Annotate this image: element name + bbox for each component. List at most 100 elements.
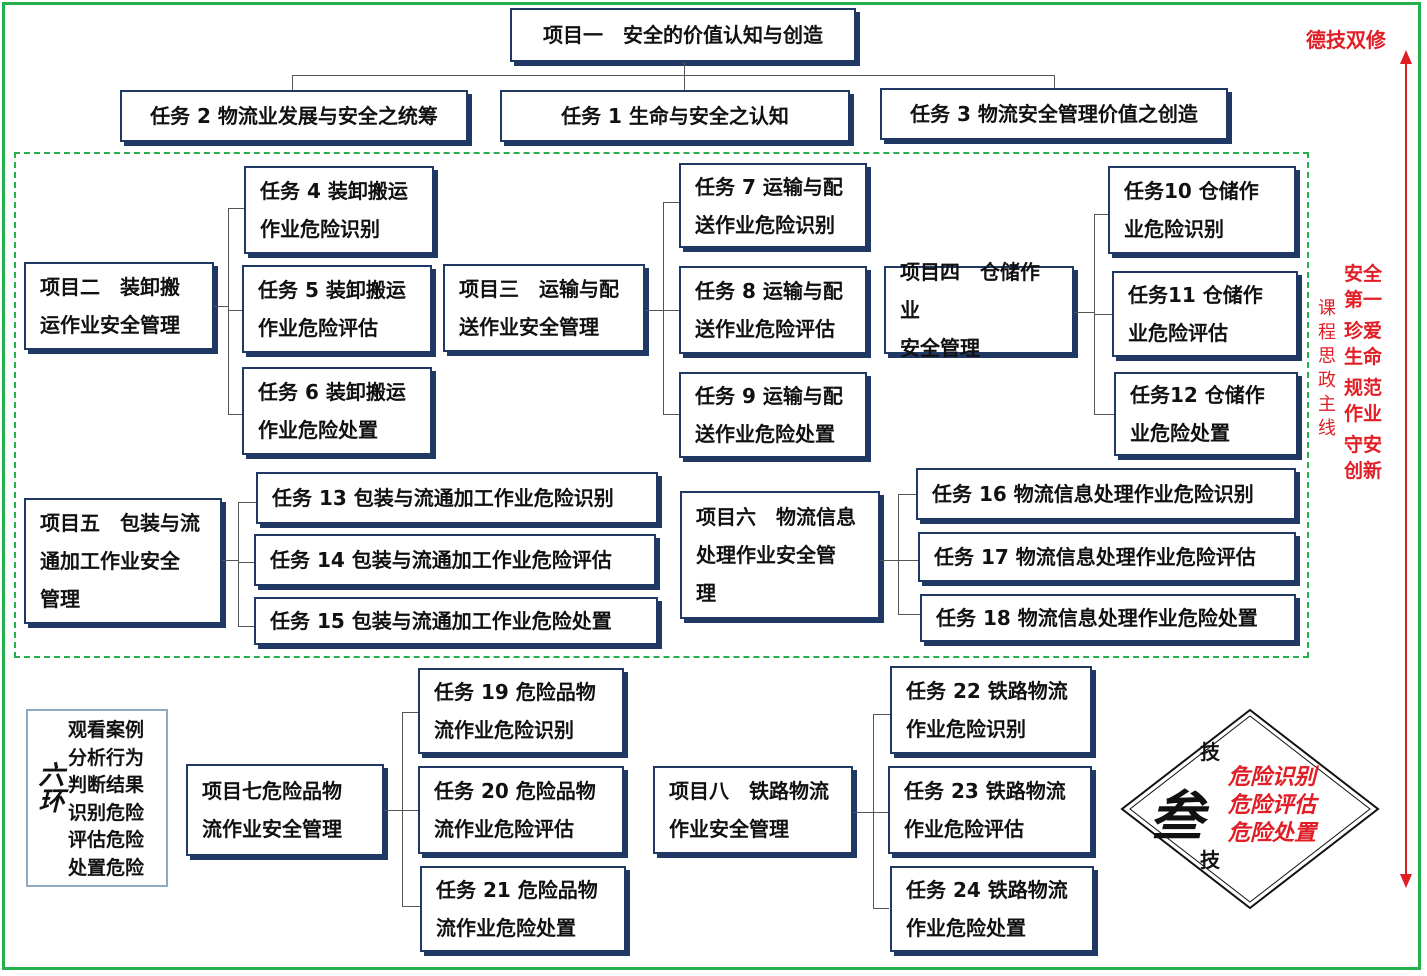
task-5-line2: 作业危险评估 — [258, 316, 378, 340]
connector — [228, 208, 229, 414]
task-13-label: 任务 13 包装与流通加工作业危险识别 — [272, 486, 614, 510]
task-18-box[interactable]: 任务 18 物流信息处理作业危险处置 — [920, 594, 1296, 642]
project-6-line3: 理 — [696, 581, 716, 605]
project-7-box[interactable]: 项目七危险品物流作业安全管理 — [186, 764, 384, 856]
task-10-line1: 任务10 仓储作 — [1124, 179, 1259, 203]
connector — [238, 502, 239, 626]
connector — [1094, 214, 1108, 215]
connector — [853, 812, 873, 813]
connector — [402, 906, 420, 907]
task-17-label: 任务 17 物流信息处理作业危险评估 — [934, 545, 1256, 569]
project-3-line2: 送作业安全管理 — [459, 315, 599, 339]
task-4-box[interactable]: 任务 4 装卸搬运作业危险识别 — [244, 166, 434, 254]
task-9-line1: 任务 9 运输与配 — [695, 384, 843, 408]
task-11-line2: 业危险评估 — [1128, 321, 1228, 345]
motto-item: 生命 — [1344, 345, 1383, 368]
project-2-box[interactable]: 项目二 装卸搬运作业安全管理 — [24, 262, 214, 350]
side-mottos: 安全 第一 珍爱 生命 规范 作业 守安 创新 — [1344, 262, 1382, 484]
connector — [384, 810, 402, 811]
motto-item: 安全 — [1344, 263, 1383, 285]
core-projects-region — [14, 152, 1309, 658]
connector — [873, 714, 891, 715]
task-24-box[interactable]: 任务 24 铁路物流作业危险处置 — [890, 866, 1094, 952]
task-8-line2: 送作业危险评估 — [695, 317, 835, 341]
project-2-line1: 项目二 装卸搬 — [40, 275, 180, 299]
task-13-box[interactable]: 任务 13 包装与流通加工作业危险识别 — [256, 472, 658, 524]
task-22-box[interactable]: 任务 22 铁路物流作业危险识别 — [890, 666, 1092, 754]
task-21-line2: 流作业危险处置 — [436, 916, 576, 940]
connector — [663, 414, 679, 415]
task-6-line2: 作业危险处置 — [258, 418, 378, 442]
task-12-line1: 任务12 仓储作 — [1130, 383, 1265, 407]
task-12-line2: 业危险处置 — [1130, 421, 1230, 445]
project-7-line2: 流作业安全管理 — [202, 817, 342, 841]
task-11-line1: 任务11 仓储作 — [1128, 283, 1263, 307]
task-6-box[interactable]: 任务 6 装卸搬运作业危险处置 — [242, 367, 432, 455]
project-4-box[interactable]: 项目四 仓储作业安全管理 — [884, 260, 1074, 360]
diamond-line: 危险评估 — [1228, 793, 1317, 818]
project-8-box[interactable]: 项目八 铁路物流作业安全管理 — [653, 766, 853, 854]
connector — [214, 306, 228, 307]
task-9-box[interactable]: 任务 9 运输与配送作业危险处置 — [679, 372, 867, 458]
task-20-line1: 任务 20 危险品物 — [434, 779, 596, 803]
connector — [292, 75, 1055, 76]
task-20-line2: 流作业危险评估 — [434, 817, 574, 841]
task-10-box[interactable]: 任务10 仓储作业危险识别 — [1108, 166, 1296, 254]
connector — [663, 202, 664, 414]
task-8-box[interactable]: 任务 8 运输与配送作业危险评估 — [679, 266, 867, 354]
task-21-box[interactable]: 任务 21 危险品物流作业危险处置 — [420, 866, 626, 952]
project-5-box[interactable]: 项目五 包装与流通加工作业安全管理 — [24, 498, 222, 624]
six-steps-label: 六环 — [34, 761, 74, 831]
task-1-box[interactable]: 任务 1 生命与安全之认知 — [500, 90, 850, 142]
project-3-box[interactable]: 项目三 运输与配送作业安全管理 — [443, 264, 645, 352]
connector — [238, 502, 256, 503]
task-22-line2: 作业危险识别 — [906, 717, 1026, 741]
three-skills-diamond — [1120, 708, 1380, 910]
motto-item: 作业 — [1344, 402, 1383, 425]
project-2-line2: 运作业安全管理 — [40, 313, 180, 337]
project-5-line3: 管理 — [40, 587, 80, 611]
task-19-box[interactable]: 任务 19 危险品物流作业危险识别 — [418, 668, 624, 754]
connector — [1094, 314, 1112, 315]
task-15-box[interactable]: 任务 15 包装与流通加工作业危险处置 — [254, 597, 658, 645]
project-1-box[interactable]: 项目一 安全的价值认知与创造 — [510, 8, 856, 62]
task-3-box[interactable]: 任务 3 物流安全管理价值之创造 — [880, 88, 1228, 140]
task-15-label: 任务 15 包装与流通加工作业危险处置 — [270, 609, 612, 633]
six-step-item: 评估危险 — [68, 829, 145, 851]
connector — [873, 812, 889, 813]
task-5-box[interactable]: 任务 5 装卸搬运作业危险评估 — [242, 265, 432, 353]
six-steps-label-text: 六环 — [34, 761, 64, 813]
project-7-line1: 项目七危险品物 — [202, 779, 342, 803]
task-14-box[interactable]: 任务 14 包装与流通加工作业危险评估 — [254, 534, 656, 586]
task-18-label: 任务 18 物流信息处理作业危险处置 — [936, 606, 1258, 630]
task-16-box[interactable]: 任务 16 物流信息处理作业危险识别 — [916, 468, 1296, 520]
motto-item: 规范 — [1344, 377, 1383, 399]
connector — [880, 560, 898, 561]
task-23-box[interactable]: 任务 23 铁路物流作业危险评估 — [888, 766, 1092, 854]
project-6-line2: 处理作业安全管 — [696, 543, 836, 567]
task-2-box[interactable]: 任务 2 物流业发展与安全之统筹 — [120, 90, 468, 142]
connector — [402, 810, 418, 811]
six-steps-box: 六环 观看案例 分析行为 判断结果 识别危险 评估危险 处置危险 — [26, 709, 168, 887]
connector — [222, 560, 238, 561]
connector — [873, 908, 889, 909]
task-7-box[interactable]: 任务 7 运输与配送作业危险识别 — [679, 163, 867, 248]
diamond-line: 危险处置 — [1228, 821, 1317, 846]
connector — [898, 494, 916, 495]
project-5-line1: 项目五 包装与流 — [40, 511, 200, 535]
diamond-lines: 危险识别 危险评估 危险处置 — [1228, 764, 1316, 848]
connector — [292, 75, 293, 90]
connector — [1094, 414, 1114, 415]
task-17-box[interactable]: 任务 17 物流信息处理作业危险评估 — [918, 532, 1296, 582]
project-6-box[interactable]: 项目六 物流信息处理作业安全管理 — [680, 491, 880, 619]
task-4-line1: 任务 4 装卸搬运 — [260, 179, 408, 203]
connector — [228, 310, 244, 311]
six-step-item: 判断结果 — [68, 774, 145, 796]
task-12-box[interactable]: 任务12 仓储作业危险处置 — [1114, 372, 1298, 456]
task-20-box[interactable]: 任务 20 危险品物流作业危险评估 — [418, 766, 624, 854]
connector — [1074, 312, 1094, 313]
task-11-box[interactable]: 任务11 仓储作业危险评估 — [1112, 271, 1298, 357]
task-19-line1: 任务 19 危险品物 — [434, 680, 596, 704]
diamond-line: 危险识别 — [1228, 765, 1317, 790]
